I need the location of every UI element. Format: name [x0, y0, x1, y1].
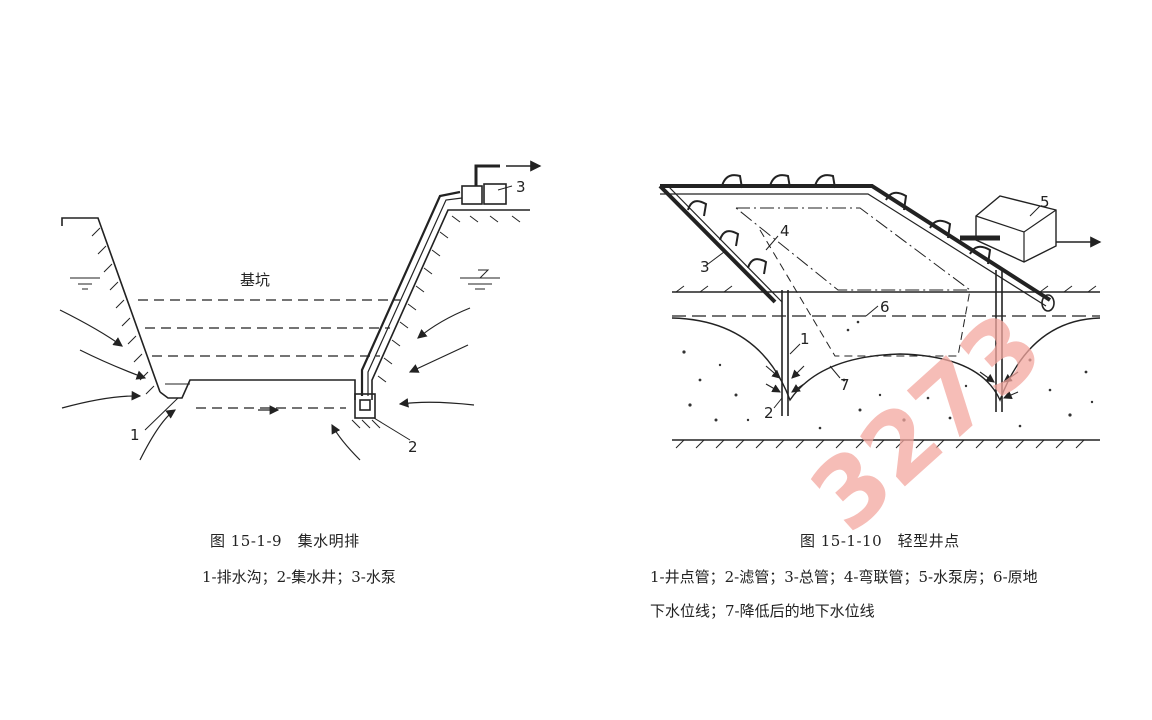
water-level-lines [138, 299, 400, 409]
lowered-water-curve [671, 317, 1101, 402]
caption-title-left: 图 15-1-9 集水明排 [210, 532, 360, 550]
soil-dots [682, 320, 1094, 430]
callout-2-filter: 2 [764, 404, 774, 422]
pump-pipe [360, 190, 461, 396]
sump-well [354, 393, 376, 419]
flow-arrows [765, 365, 1019, 400]
callout-3-header: 3 [700, 258, 710, 276]
right-bank-hatching [377, 215, 521, 383]
pit-label: 基坑 [240, 271, 271, 289]
pit-bottom [159, 379, 356, 400]
callout-3-pump: 3 [516, 178, 526, 196]
caption-legend-right-line1: 1-井点管；2-滤管；3-总管；4-弯联管；5-水泵房；6-原地 [650, 568, 1038, 586]
caption-title-right: 图 15-1-10 轻型井点 [800, 532, 960, 550]
callout-4-swing-joint: 4 [780, 222, 790, 240]
pit-right-bank [371, 209, 530, 400]
excavation-outline [734, 207, 972, 291]
caption-legend-left: 1-排水沟；2-集水井；3-水泵 [202, 568, 396, 586]
callout-6-original-water: 6 [880, 298, 890, 316]
callout-1-ditch: 1 [130, 426, 140, 444]
callout-2-sump: 2 [408, 438, 418, 456]
callout-5-pump-house: 5 [1040, 193, 1050, 211]
swing-joints [687, 174, 992, 275]
left-water-symbol [70, 277, 100, 290]
well-pipe-left [781, 290, 789, 416]
ground-hatching [675, 285, 1097, 449]
callout-1-wellpipe: 1 [800, 330, 810, 348]
pit-left-bank [61, 217, 161, 393]
caption-legend-right-line2: 下水位线；7-降低后的地下水位线 [650, 602, 875, 620]
callout-7-lowered-water: 7 [840, 376, 850, 394]
pump-box [461, 185, 483, 205]
well-pipe-right [995, 270, 1003, 412]
seepage-arrows-right [331, 307, 475, 461]
header-pipe [660, 184, 1052, 302]
seepage-arrows-left [59, 309, 176, 461]
